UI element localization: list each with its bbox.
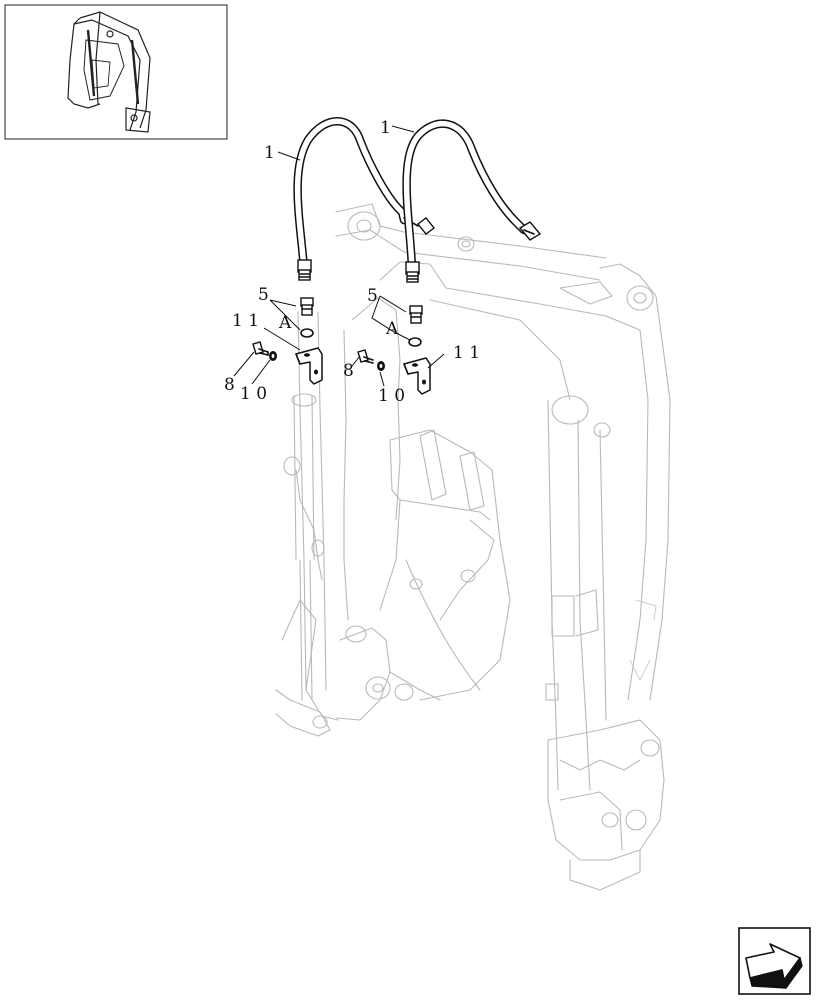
- washer-right[interactable]: [377, 361, 385, 371]
- bolt-right[interactable]: [357, 349, 374, 364]
- callout-labels: 1 1 5 5 A A 1 1 1 1 8 8 1 0 1 0: [224, 118, 480, 406]
- callout-bolt-left: 8: [224, 375, 235, 395]
- callout-detail-right: A: [385, 319, 399, 339]
- callout-washer-right: 1 0: [378, 386, 405, 406]
- callout-bracket-right: 1 1: [453, 343, 480, 363]
- boom-arm-background: [275, 203, 671, 891]
- o-ring-right[interactable]: [408, 337, 422, 347]
- callout-washer-left: 1 0: [240, 384, 267, 404]
- mounting-bracket-left[interactable]: [295, 347, 323, 385]
- callout-hose-right: 1: [380, 118, 391, 138]
- hydraulic-hose-right[interactable]: [402, 119, 542, 283]
- callout-detail-left: A: [278, 313, 292, 333]
- o-ring-left[interactable]: [300, 328, 314, 338]
- callout-bracket-left: 1 1: [232, 311, 259, 331]
- callout-adapter-left: 5: [258, 285, 269, 305]
- callout-bolt-right: 8: [343, 361, 354, 381]
- next-page-arrow-icon[interactable]: [738, 927, 811, 995]
- overview-thumbnail[interactable]: [4, 4, 228, 140]
- washer-left[interactable]: [269, 351, 277, 361]
- thumbnail-boom-drawing: [67, 11, 151, 133]
- mounting-bracket-right[interactable]: [403, 357, 431, 395]
- bolt-left[interactable]: [252, 341, 269, 356]
- adapter-fitting-right[interactable]: [409, 305, 423, 324]
- adapter-fitting-left[interactable]: [300, 297, 314, 316]
- hydraulic-hose-left[interactable]: [293, 117, 435, 281]
- callout-hose-left: 1: [264, 143, 275, 163]
- leader-lines: [233, 125, 445, 387]
- callout-adapter-right: 5: [367, 286, 378, 306]
